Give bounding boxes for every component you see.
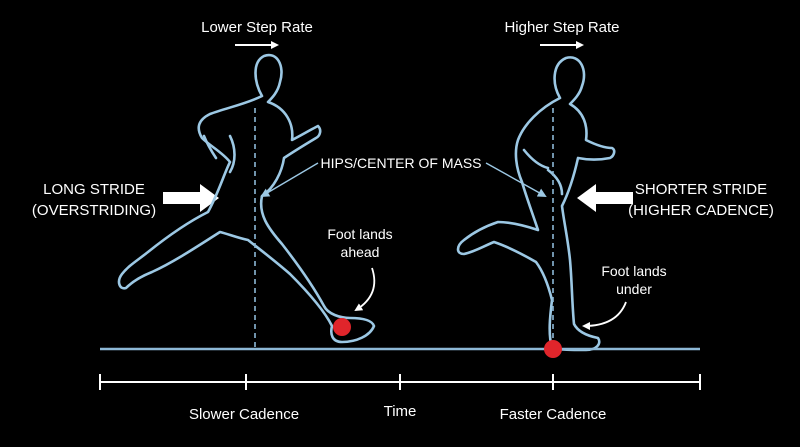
- right-foot-note-line2: under: [616, 281, 652, 297]
- left-runner-figure: [117, 53, 376, 344]
- right-foot-landing-marker: [544, 340, 562, 358]
- right-foot-note-line1: Foot lands: [601, 263, 666, 279]
- faster-cadence-label: Faster Cadence: [500, 406, 607, 423]
- slower-cadence-label: Slower Cadence: [189, 406, 299, 423]
- left-foot-landing-marker: [333, 318, 351, 336]
- left-stride-label-line2: (OVERSTRIDING): [32, 202, 156, 219]
- right-runner-figure: [456, 56, 616, 352]
- left-foot-note-line2: ahead: [341, 244, 380, 260]
- left-stride-label-line1: LONG STRIDE: [43, 181, 145, 198]
- right-step-rate-label: Higher Step Rate: [504, 19, 619, 36]
- left-foot-note-arrow: [354, 267, 376, 312]
- hips-pointer-right: [485, 162, 547, 197]
- right-stride-arrow: [577, 184, 633, 212]
- right-foot-note-arrow: [582, 301, 627, 330]
- time-axis: [99, 374, 701, 390]
- left-step-rate-label: Lower Step Rate: [201, 19, 313, 36]
- hips-center-of-mass-label: HIPS/CENTER OF MASS: [320, 155, 481, 171]
- left-stride-arrow: [163, 184, 219, 212]
- right-stride-label-line2: (HIGHER CADENCE): [628, 202, 774, 219]
- hips-pointer-left: [260, 162, 319, 198]
- right-stride-label-line1: SHORTER STRIDE: [635, 181, 767, 198]
- time-axis-label: Time: [384, 403, 417, 420]
- left-foot-note-line1: Foot lands: [327, 226, 392, 242]
